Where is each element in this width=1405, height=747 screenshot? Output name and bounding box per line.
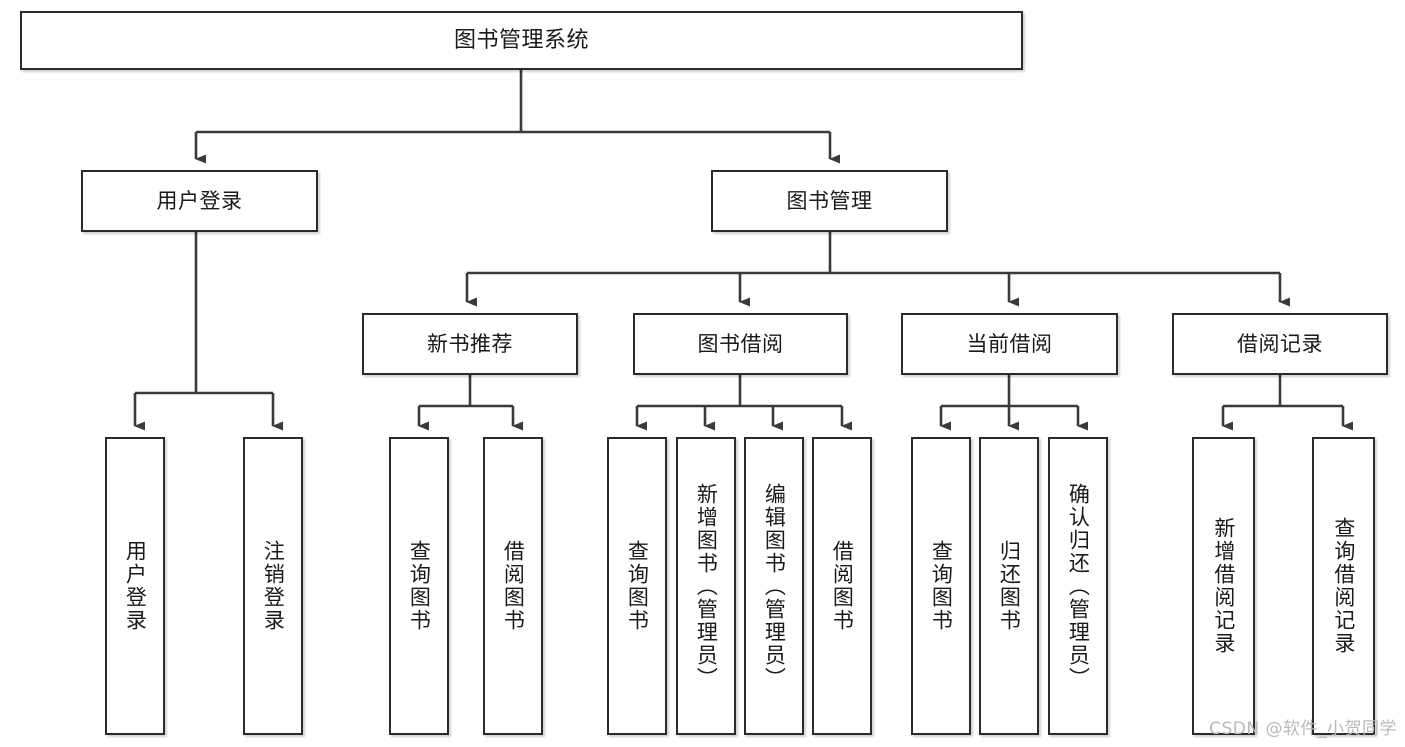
node-leaf-new-book-0-label: 查询图书 <box>407 540 432 632</box>
node-book-management-label: 图书管理 <box>786 188 873 213</box>
node-leaf-book-borrow-3[interactable]: 借阅图书 <box>812 437 872 735</box>
node-leaf-user-login-0-label: 用户登录 <box>123 540 148 632</box>
node-current-borrow[interactable]: 当前借阅 <box>901 313 1118 375</box>
node-leaf-book-borrow-1-label: 新增图书（管理员） <box>694 482 719 690</box>
node-leaf-borrow-records-0[interactable]: 新增借阅记录 <box>1192 437 1255 735</box>
node-leaf-book-borrow-0-label: 查询图书 <box>625 540 650 632</box>
node-leaf-new-book-1-label: 借阅图书 <box>501 540 526 632</box>
node-leaf-user-login-1-label: 注销登录 <box>261 540 286 632</box>
node-leaf-borrow-records-1-label: 查询借阅记录 <box>1331 517 1356 655</box>
node-leaf-user-login-0[interactable]: 用户登录 <box>105 437 165 735</box>
node-user-login-label: 用户登录 <box>156 188 243 213</box>
node-leaf-book-borrow-2-label: 编辑图书（管理员） <box>762 482 787 690</box>
node-borrow-records[interactable]: 借阅记录 <box>1172 313 1388 375</box>
node-leaf-user-login-1[interactable]: 注销登录 <box>243 437 303 735</box>
node-borrow-records-label: 借阅记录 <box>1237 331 1323 356</box>
node-leaf-book-borrow-3-label: 借阅图书 <box>830 540 855 632</box>
node-leaf-current-borrow-1[interactable]: 归还图书 <box>979 437 1039 735</box>
node-root-system-label: 图书管理系统 <box>453 27 589 53</box>
node-book-management[interactable]: 图书管理 <box>711 170 948 232</box>
node-user-login[interactable]: 用户登录 <box>81 170 318 232</box>
node-leaf-current-borrow-2-label: 确认归还（管理员） <box>1066 482 1091 690</box>
node-book-borrow-label: 图书借阅 <box>697 331 784 356</box>
node-new-book-recommend[interactable]: 新书推荐 <box>362 313 578 375</box>
node-leaf-current-borrow-0[interactable]: 查询图书 <box>911 437 971 735</box>
node-leaf-current-borrow-0-label: 查询图书 <box>929 540 954 632</box>
node-leaf-book-borrow-2[interactable]: 编辑图书（管理员） <box>744 437 804 735</box>
node-leaf-borrow-records-0-label: 新增借阅记录 <box>1211 517 1236 655</box>
node-current-borrow-label: 当前借阅 <box>966 331 1053 356</box>
node-leaf-current-borrow-1-label: 归还图书 <box>997 540 1022 632</box>
node-leaf-borrow-records-1[interactable]: 查询借阅记录 <box>1312 437 1375 735</box>
node-leaf-book-borrow-0[interactable]: 查询图书 <box>607 437 667 735</box>
node-leaf-book-borrow-1[interactable]: 新增图书（管理员） <box>676 437 736 735</box>
node-root-system[interactable]: 图书管理系统 <box>20 11 1023 70</box>
node-new-book-recommend-label: 新书推荐 <box>427 331 513 356</box>
node-leaf-current-borrow-2[interactable]: 确认归还（管理员） <box>1048 437 1108 735</box>
node-leaf-new-book-0[interactable]: 查询图书 <box>389 437 449 735</box>
node-leaf-new-book-1[interactable]: 借阅图书 <box>483 437 543 735</box>
node-book-borrow[interactable]: 图书借阅 <box>633 313 848 375</box>
